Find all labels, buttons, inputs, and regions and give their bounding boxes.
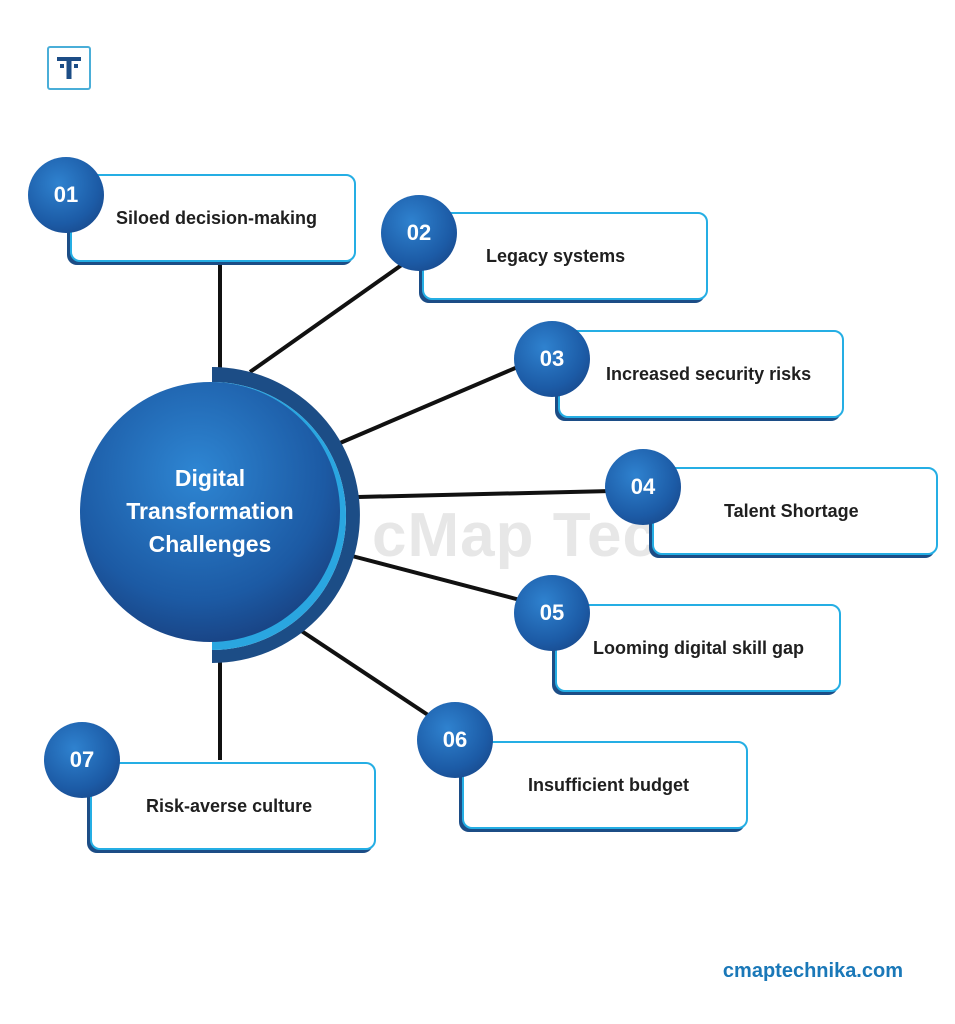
challenge-box-05: Looming digital skill gap	[555, 604, 841, 692]
center-title-line-3: Challenges	[148, 531, 272, 557]
challenge-box-01: Siloed decision-making	[70, 174, 356, 262]
center-title: Digital Transformation Challenges	[100, 462, 320, 561]
challenge-label-05: Looming digital skill gap	[593, 637, 805, 658]
connector-04	[357, 489, 613, 499]
challenge-number-07: 07	[44, 722, 120, 798]
challenge-label-06: Insufficient budget	[528, 774, 689, 795]
challenge-number-04: 04	[605, 449, 681, 525]
challenge-number-01: 01	[28, 157, 104, 233]
challenge-number-05: 05	[514, 575, 590, 651]
connector-05	[351, 554, 521, 602]
center-circle	[80, 382, 340, 642]
connector-02	[248, 262, 405, 374]
challenge-number-06: 06	[417, 702, 493, 778]
center-title-line-1: Digital	[174, 465, 246, 491]
challenge-box-02: Legacy systems	[422, 212, 708, 300]
challenge-label-04: Talent Shortage	[724, 500, 859, 521]
t-logo-icon	[57, 57, 81, 79]
challenge-box-06: Insufficient budget	[462, 741, 748, 829]
center-title-line-2: Transformation	[126, 498, 294, 524]
brand-logo	[47, 46, 91, 90]
challenge-label-02: Legacy systems	[486, 245, 626, 266]
footer-website-link[interactable]: cmaptechnika.com	[722, 960, 903, 982]
challenge-label-01: Siloed decision-making	[116, 207, 318, 228]
connector-03	[339, 364, 521, 445]
challenge-number-02: 02	[381, 195, 457, 271]
challenge-label-03: Increased security risks	[606, 363, 812, 384]
connector-06	[298, 628, 430, 717]
challenge-number-03: 03	[514, 321, 590, 397]
challenge-box-07: Risk-averse culture	[90, 762, 376, 850]
challenge-label-07: Risk-averse culture	[146, 795, 313, 816]
challenge-box-03: Increased security risks	[558, 330, 844, 418]
challenge-box-04: Talent Shortage	[652, 467, 938, 555]
